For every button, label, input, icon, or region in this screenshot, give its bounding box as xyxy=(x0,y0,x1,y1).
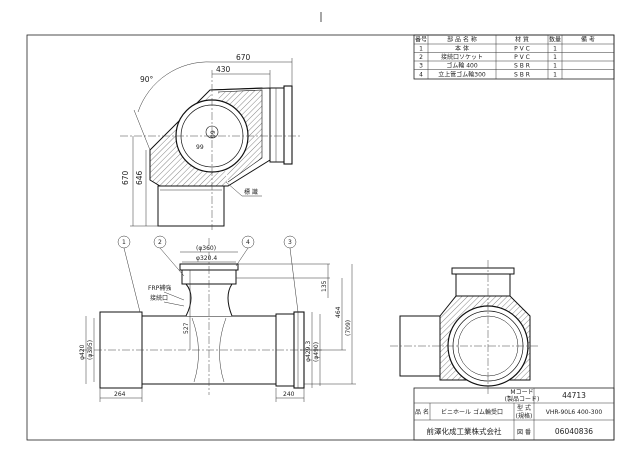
mcode-value: 44713 xyxy=(562,391,586,400)
plan-view: 90° 670 430 670 646 99 99 標 識 xyxy=(120,53,300,230)
parts-row-material: S B R xyxy=(514,63,530,70)
mcode-sublabel: (製品コード) xyxy=(505,395,540,403)
parts-row-material: S B R xyxy=(514,72,530,79)
dim-h-527: 527 xyxy=(183,322,190,334)
zuban-label: 図 番 xyxy=(517,429,531,436)
dim-w-264: 264 xyxy=(114,391,126,398)
dim-h-464: 464 xyxy=(335,306,342,318)
parts-row-no: 3 xyxy=(419,63,423,70)
dim-r-99-vertical: 99 xyxy=(210,130,217,138)
parts-row-material: P V C xyxy=(514,46,530,53)
parts-table: 番号 部 品 名 称 材 質 数量 備 考 1 本 体 P V C 1 2 接続… xyxy=(413,34,615,80)
parts-row-name: ゴム輪 400 xyxy=(446,62,478,70)
balloon-4: 4 xyxy=(246,239,250,246)
front-view: φ420 (φ395) (φ360) φ320.4 527 φ429.3 (φ4… xyxy=(79,235,356,402)
balloon-2: 2 xyxy=(158,239,162,246)
label-frp: FRP補強 xyxy=(148,284,171,292)
label-hyoji: 標 識 xyxy=(244,188,258,196)
title-block: Mコード (製品コード) 44713 品 名 ビニホール ゴム輪受口 型 式 (… xyxy=(413,387,615,441)
balloon-3: 3 xyxy=(288,239,292,246)
parts-row-material: P V C xyxy=(514,54,530,61)
parts-header-qty: 数量 xyxy=(549,36,561,44)
company-name: 前澤化成工業株式会社 xyxy=(427,426,502,436)
zuban-value: 06040836 xyxy=(555,427,593,436)
dim-d-360: (φ360) xyxy=(196,245,216,252)
parts-header-material: 材 質 xyxy=(515,36,529,44)
dim-h-135: 135 xyxy=(321,280,328,292)
parts-header-remarks: 備 考 xyxy=(581,36,595,44)
katashiki-sublabel: (規格) xyxy=(516,412,533,420)
dim-d-395: (φ395) xyxy=(87,340,94,360)
dim-left-670: 670 xyxy=(121,170,130,185)
dim-d-429: φ429.3 xyxy=(305,341,312,362)
dim-top-430: 430 xyxy=(216,65,231,74)
parts-row-no: 4 xyxy=(419,72,423,79)
parts-row-qty: 1 xyxy=(553,46,557,53)
parts-header-no: 番号 xyxy=(415,37,427,44)
katashiki-value: VHR-90L6 400-300 xyxy=(546,409,603,416)
parts-row-name: 接続口ソケット xyxy=(441,53,483,61)
parts-row-qty: 1 xyxy=(553,54,557,61)
dim-angle-90: 90° xyxy=(140,75,154,84)
dim-left-646: 646 xyxy=(135,170,144,185)
balloon-1: 1 xyxy=(122,239,126,246)
dim-d-420: φ420 xyxy=(79,344,86,360)
side-view xyxy=(390,260,540,396)
parts-row-qty: 1 xyxy=(553,63,557,70)
dim-w-240: 240 xyxy=(283,391,295,398)
dim-d-490: (φ490) xyxy=(313,342,320,362)
dim-r-99-horizontal: 99 xyxy=(196,144,204,151)
drawing-border xyxy=(26,34,615,441)
parts-row-qty: 1 xyxy=(553,72,557,79)
katashiki-label: 型 式 xyxy=(517,404,531,412)
hinmei-label: 品 名 xyxy=(415,408,429,416)
dim-top-670: 670 xyxy=(236,53,251,62)
parts-row-no: 1 xyxy=(419,46,423,53)
parts-row-no: 2 xyxy=(419,54,423,61)
mcode-label: Mコード xyxy=(510,389,533,396)
hinmei-value: ビニホール ゴム輪受口 xyxy=(441,408,503,416)
parts-row-name: 本 体 xyxy=(455,45,469,53)
parts-header-name: 部 品 名 称 xyxy=(447,36,477,44)
dim-d-320: φ320.4 xyxy=(196,255,217,262)
dim-h-709: (709) xyxy=(345,320,352,336)
parts-row-name: 立上管ゴム輪300 xyxy=(438,71,486,79)
label-setsuzoku: 接続口 xyxy=(150,294,168,302)
